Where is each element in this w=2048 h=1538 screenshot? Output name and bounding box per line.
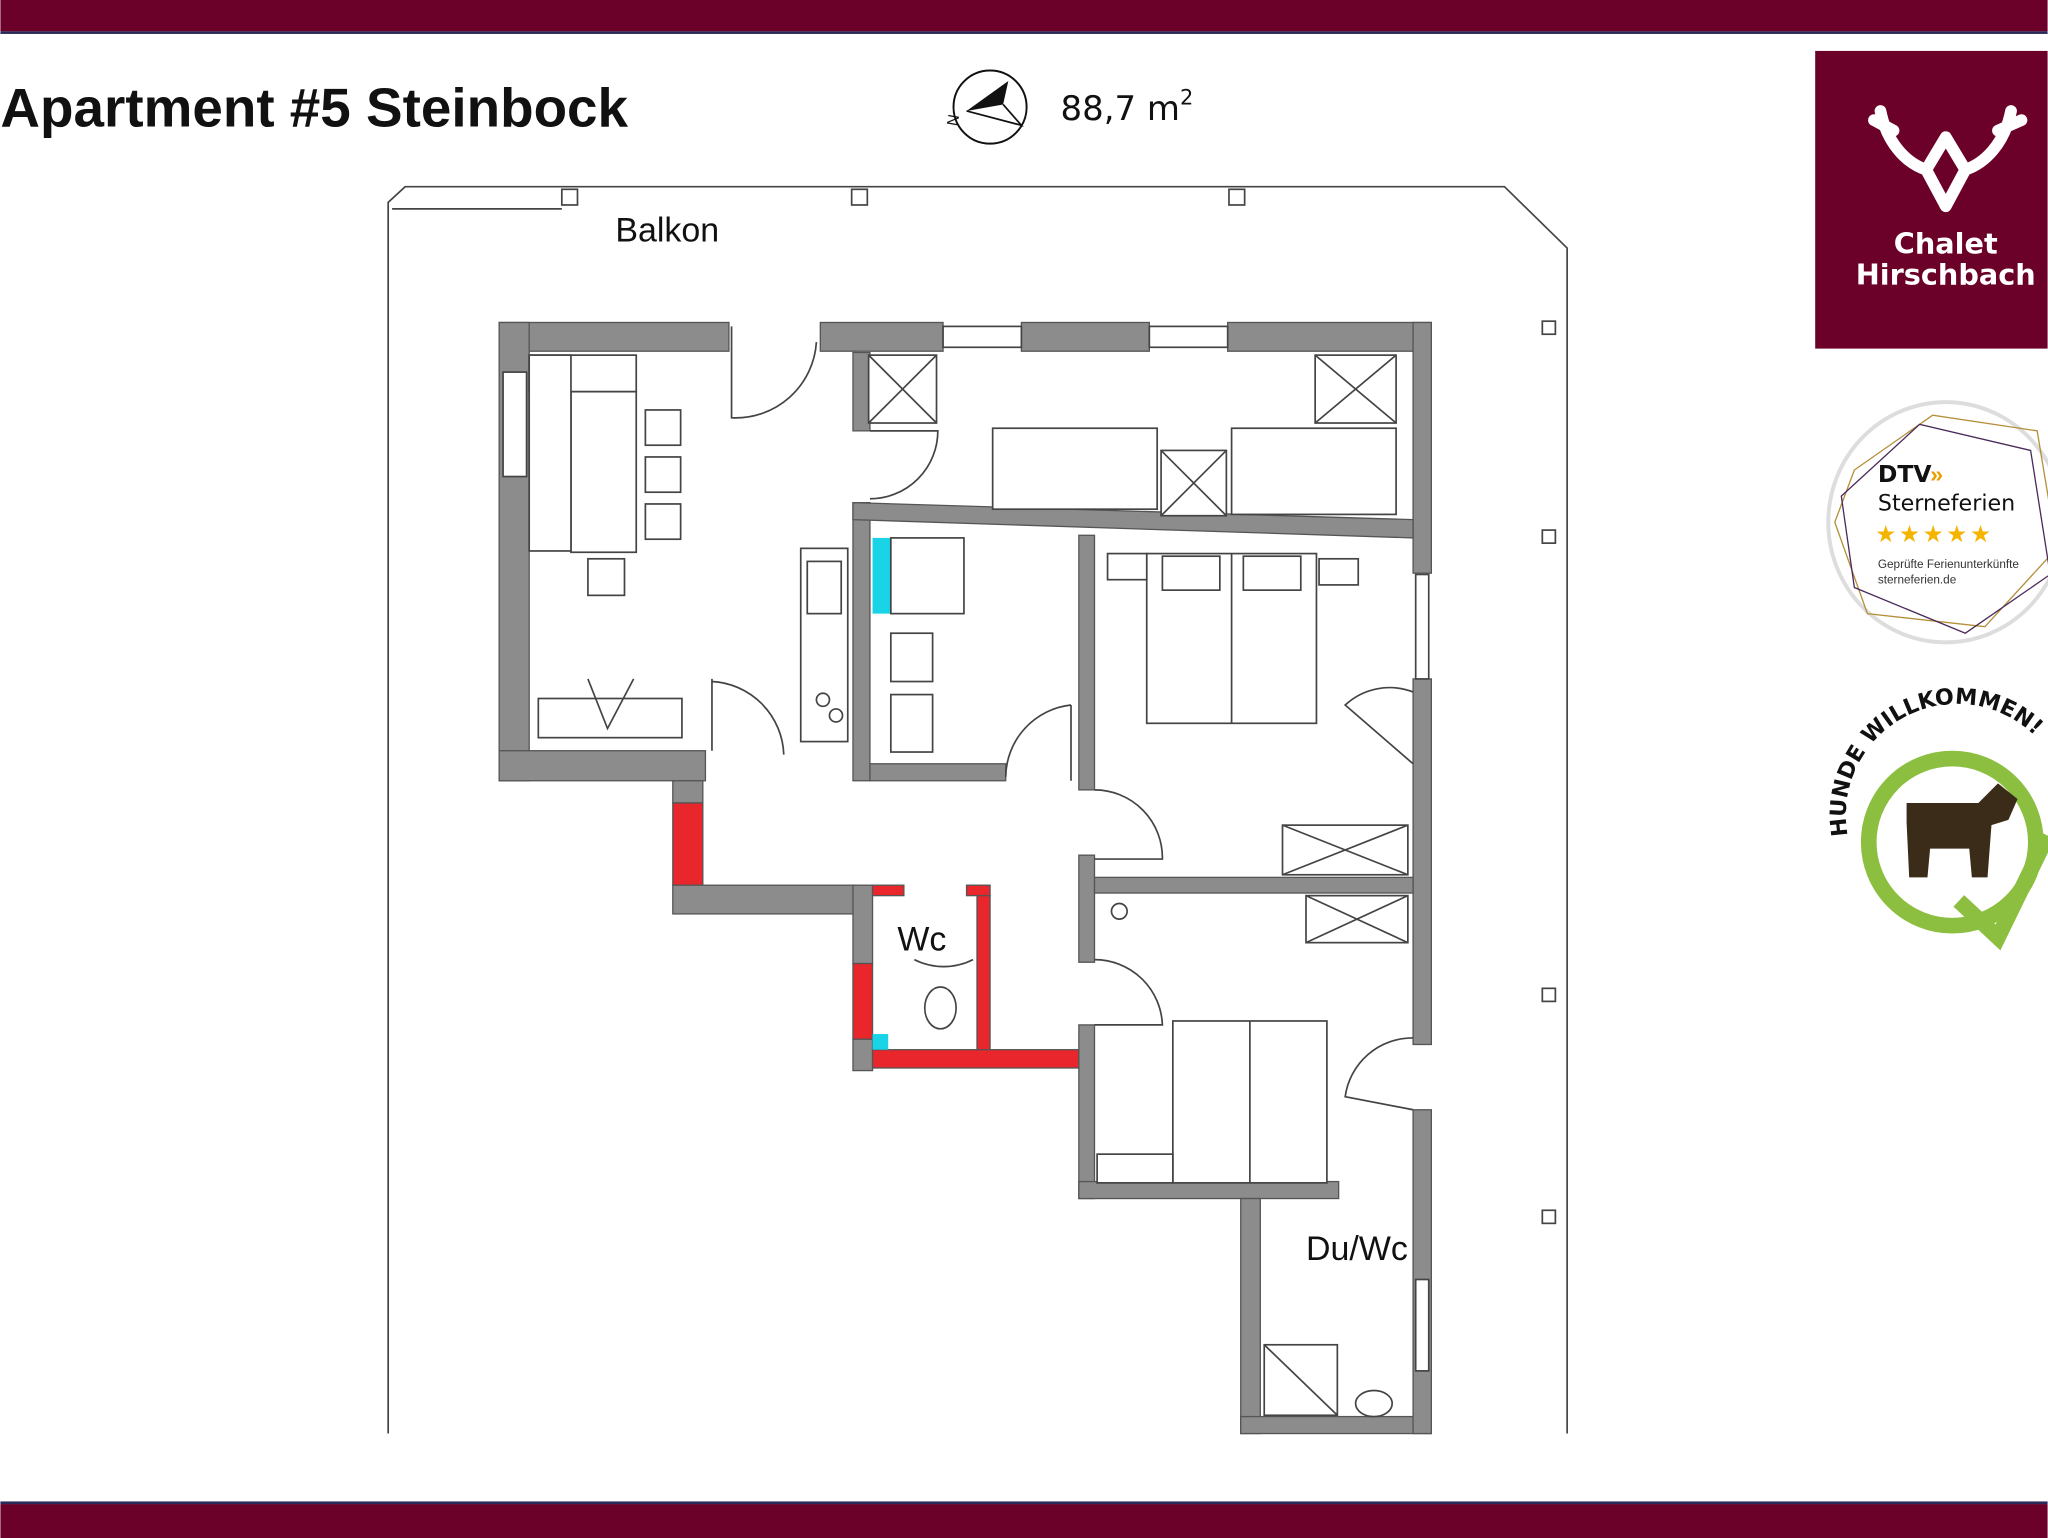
svg-text:Chalet: Chalet xyxy=(1894,226,1998,260)
svg-text:Geprüfte Ferienunterkünfte: Geprüfte Ferienunterkünfte xyxy=(1878,558,2020,571)
area-value: 88,7 m2 xyxy=(1061,85,1194,129)
chalet-hirschbach-logo: Chalet Hirschbach xyxy=(1815,50,2048,349)
dogs-welcome-badge: HUNDE WILLKOMMEN! xyxy=(1826,684,2048,951)
top-bar xyxy=(0,0,2048,32)
room-label-balcony: Balkon xyxy=(615,212,719,250)
bottom-bar xyxy=(0,1504,2048,1538)
svg-text:N: N xyxy=(944,113,963,127)
chevron-icon: » xyxy=(1930,461,1943,487)
floor-plan: Balkon xyxy=(387,185,1568,1435)
star-rating: ★★★★★ xyxy=(1875,521,1993,547)
svg-text:Sterneferien: Sterneferien xyxy=(1878,490,2015,516)
svg-text:DTV: DTV xyxy=(1878,460,1933,488)
room-label-shower-wc: Du/Wc xyxy=(1306,1230,1408,1268)
checkmark-icon xyxy=(1953,832,2048,951)
svg-text:sterneferien.de: sterneferien.de xyxy=(1878,574,1957,587)
room-label-wc: Wc xyxy=(897,920,946,958)
antler-icon xyxy=(1868,105,2028,213)
compass-icon: N xyxy=(944,69,1028,145)
svg-text:Hirschbach: Hirschbach xyxy=(1856,258,2036,292)
dtv-sterneferien-badge: DTV » Sterneferien ★★★★★ Geprüfte Ferien… xyxy=(1826,400,2048,645)
page-title: Apartment #5 Steinbock xyxy=(0,77,628,139)
dog-icon xyxy=(1906,783,2018,878)
